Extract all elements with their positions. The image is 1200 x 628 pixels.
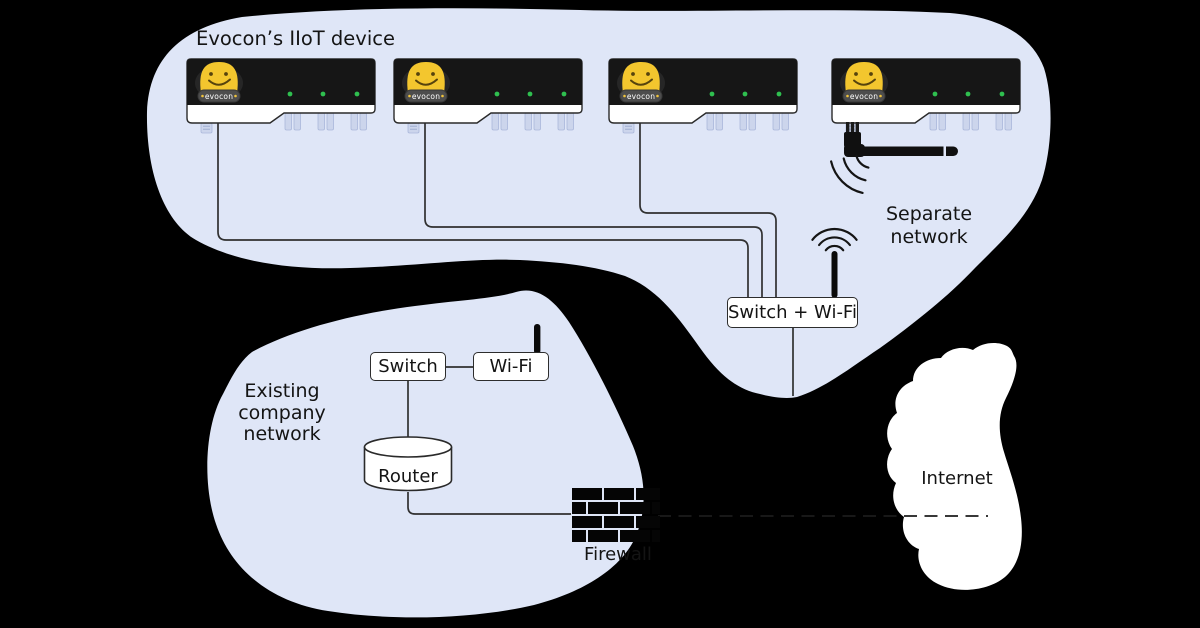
external-antenna-icon xyxy=(844,122,958,157)
existing-network-label: Existing company network xyxy=(238,380,326,445)
device1-switch-line xyxy=(217,122,749,298)
router-to-firewall-line xyxy=(407,492,571,515)
device3-switch-line xyxy=(639,122,777,298)
wifi-antenna-icon xyxy=(534,324,541,354)
switch-wifi-antenna-icon xyxy=(831,251,838,298)
switch-wifi-signal-icon xyxy=(811,227,858,252)
switch-wifi-node: Switch + Wi-Fi xyxy=(727,297,858,328)
internet-cloud xyxy=(887,342,1022,590)
connection-lines xyxy=(217,122,794,515)
separate-network-label: Separate network xyxy=(885,203,973,248)
firewall-icon xyxy=(572,488,660,542)
wifi-node: Wi-Fi xyxy=(473,352,549,381)
firewall-label: Firewall xyxy=(584,544,652,565)
device-wifi-signal-icon xyxy=(830,154,870,194)
internet-label: Internet xyxy=(921,468,993,489)
router-cylinder-icon xyxy=(363,436,453,492)
device2-switch-line xyxy=(424,122,763,298)
router-label: Router xyxy=(378,466,438,487)
diagram-title: Evocon’s IIoT device xyxy=(196,27,395,50)
switch-node: Switch xyxy=(370,352,446,381)
